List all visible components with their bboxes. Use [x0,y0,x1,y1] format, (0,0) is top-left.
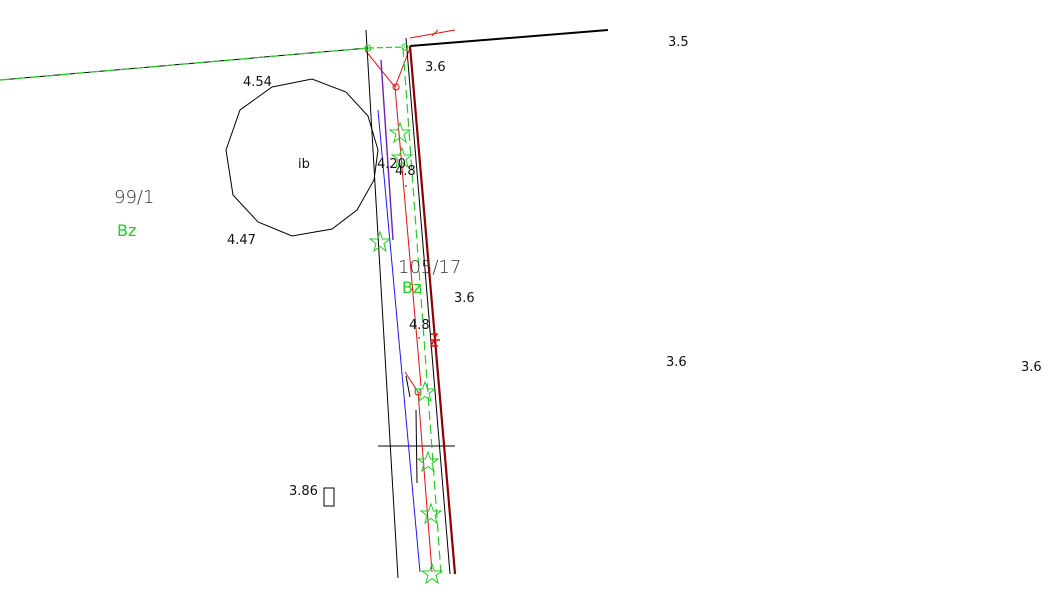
parcel-number-105-17: 105/17 [398,257,461,278]
parcel-use-99-1: Bz [117,221,136,240]
height-label: 3.86 [289,484,318,499]
strip-darkred-line [408,45,457,575]
parcel-use-105-17: Bz [402,278,421,297]
height-label: 4.54 [243,75,272,90]
point-dots [405,185,420,339]
height-label: 4.20 [377,157,406,172]
building-label: ib [298,157,310,172]
height-label: 3.6 [666,355,687,370]
strip-purple-line [380,59,394,241]
strip-blue-line [377,109,421,573]
strip-black-edges [365,29,455,579]
west-boundary-line [0,46,406,81]
survey-points [364,43,422,396]
height-label: 3.6 [1021,360,1042,375]
north-road-edge [409,29,609,47]
height-label: 4.8 [409,318,430,333]
building-outline [225,78,379,237]
small-building-symbol [323,487,335,507]
height-label: 4.8 [395,164,416,179]
red-z-marker [429,333,440,347]
strip-green-dashed-line [402,47,442,575]
height-label: 3.6 [454,291,475,306]
height-label: 3.6 [425,60,446,75]
height-label: 4.47 [227,233,256,248]
green-star-symbols [368,121,444,585]
parcel-number-99-1: 99/1 [114,187,154,208]
height-label: 3.5 [668,35,689,50]
